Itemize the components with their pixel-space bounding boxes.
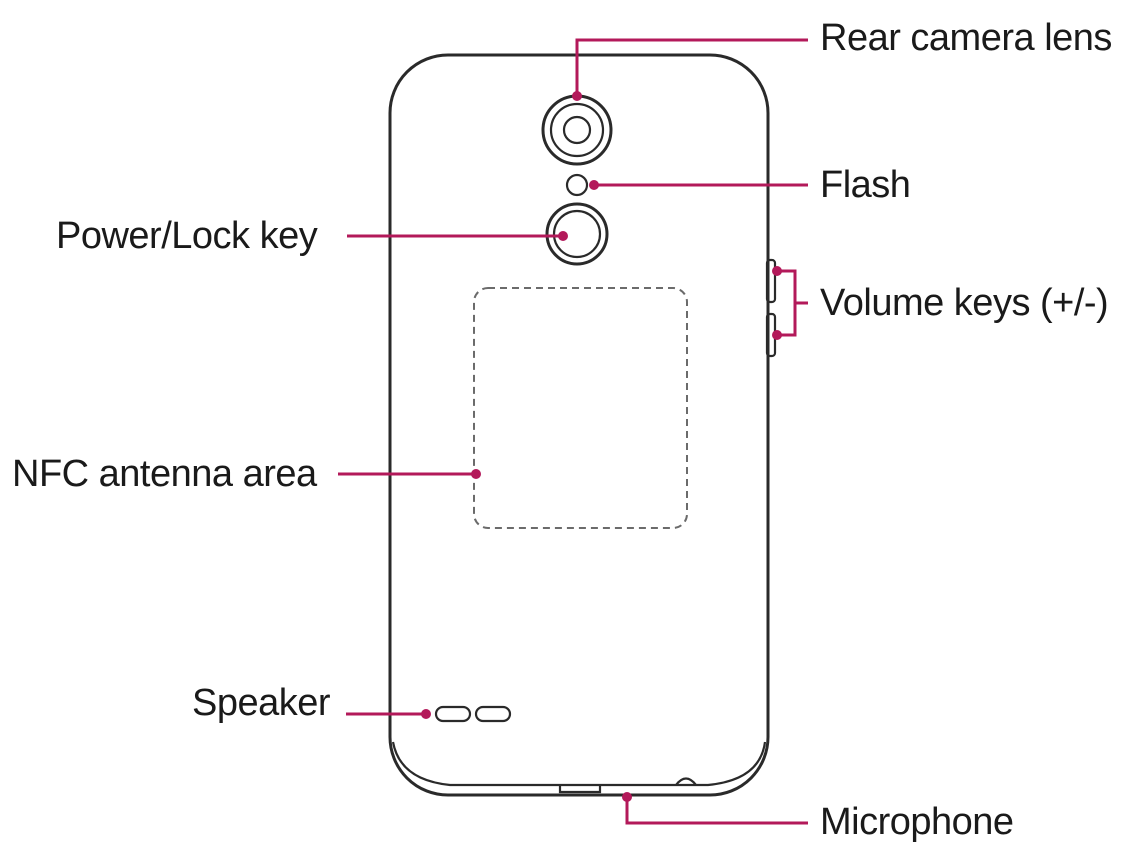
- nfc-antenna-area: [473, 287, 688, 529]
- callout-volume-keys: [772, 266, 808, 340]
- callout-speaker: [346, 709, 431, 719]
- rear-camera-lens: [541, 94, 613, 166]
- callout-microphone: [622, 792, 808, 825]
- label-rear-camera-lens: Rear camera lens: [820, 17, 1112, 59]
- speaker: [434, 705, 512, 723]
- callout-nfc: [338, 469, 481, 479]
- label-nfc-antenna-area: NFC antenna area: [12, 453, 317, 495]
- label-flash: Flash: [820, 164, 911, 206]
- label-microphone: Microphone: [820, 801, 1014, 843]
- callout-power-lock: [347, 231, 568, 241]
- label-volume-keys: Volume keys (+/-): [820, 282, 1109, 324]
- phone-body: [388, 53, 770, 797]
- callout-rear-camera: [572, 38, 808, 101]
- power-lock-key: [545, 202, 609, 266]
- flash: [565, 173, 589, 197]
- label-power-lock-key: Power/Lock key: [56, 215, 318, 257]
- label-speaker: Speaker: [192, 682, 331, 724]
- callout-flash: [589, 180, 808, 190]
